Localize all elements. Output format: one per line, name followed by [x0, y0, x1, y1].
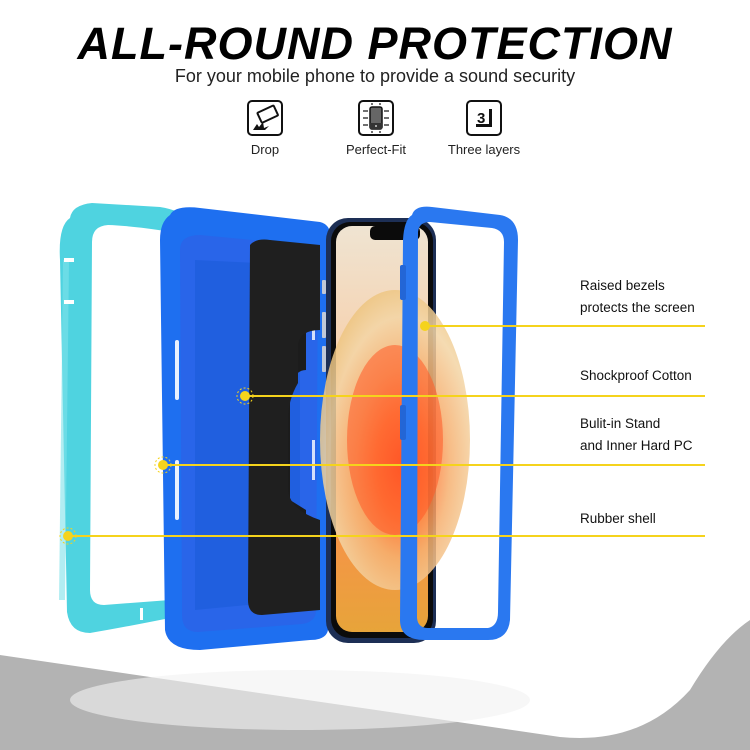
callout-rubber-shell: Rubber shell	[580, 508, 656, 530]
callout-line2: and Inner Hard PC	[580, 438, 693, 453]
callout-line1: Bulit-in Stand	[580, 416, 661, 431]
feature-label: Perfect-Fit	[346, 142, 406, 157]
callout-line1: Shockproof Cotton	[580, 368, 692, 383]
svg-text:3: 3	[477, 110, 485, 127]
page-subtitle: For your mobile phone to provide a sound…	[174, 66, 576, 86]
drop-icon	[247, 100, 283, 136]
callout-line2: protects the screen	[580, 300, 695, 315]
raised-bezel	[400, 206, 518, 640]
three-layers-icon: 3	[466, 100, 502, 136]
callout-dots	[59, 321, 430, 545]
shockproof-foam	[248, 239, 320, 616]
feature-label: Three layers	[447, 142, 521, 157]
feature-three-layers: 3 Three layers	[424, 100, 544, 157]
feature-drop: Drop	[205, 100, 325, 157]
feature-perfect-fit: Perfect-Fit	[316, 100, 436, 157]
phone-device	[320, 218, 470, 643]
feature-label: Drop	[250, 142, 280, 157]
callout-line1: Raised bezels	[580, 278, 665, 293]
page-title: ALL-ROUND PROTECTION	[77, 18, 673, 69]
callout-shockproof-cotton: Shockproof Cotton	[580, 365, 692, 387]
callout-line1: Rubber shell	[580, 511, 656, 526]
callout-raised-bezels: Raised bezels protects the screen	[580, 275, 695, 319]
callout-lines	[68, 325, 705, 537]
callout-stand-hard-pc: Bulit-in Stand and Inner Hard PC	[580, 413, 693, 457]
perfect-fit-icon	[358, 100, 394, 136]
rubber-shell	[59, 203, 195, 633]
